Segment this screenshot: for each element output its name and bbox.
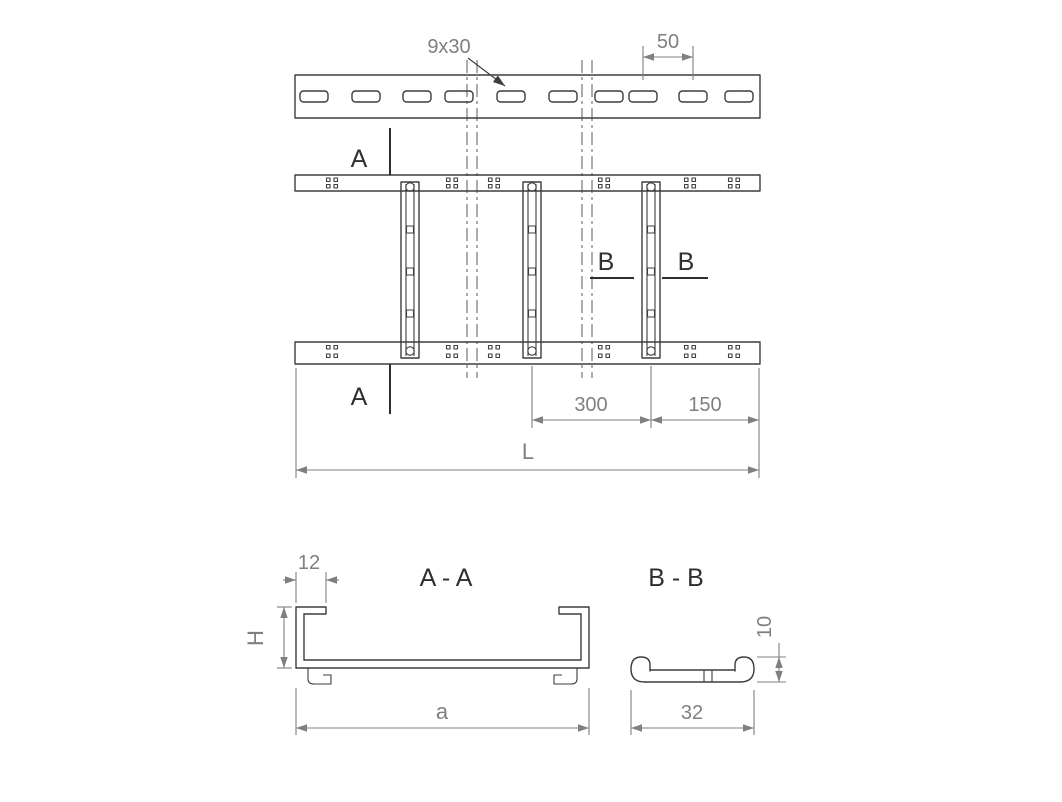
section-a-marks: A A xyxy=(351,128,391,414)
break-lines xyxy=(466,60,593,378)
top-view-side-rail xyxy=(294,74,761,119)
dim-12: 12 xyxy=(283,552,339,603)
dim-10: 10 xyxy=(754,616,786,683)
dim-L-label: L xyxy=(522,439,534,464)
dim-slot-size: 9x30 xyxy=(427,36,506,87)
rail-perforations xyxy=(325,177,741,359)
dim-10-label: 10 xyxy=(754,616,776,638)
dim-32: 32 xyxy=(630,690,755,735)
plan-view xyxy=(294,174,761,365)
section-bb: B - B xyxy=(630,564,755,683)
dim-a: a xyxy=(295,688,590,735)
dim-H: H xyxy=(243,606,292,669)
section-b-marks: B B xyxy=(590,248,708,279)
rungs xyxy=(400,181,661,359)
section-a-label-top: A xyxy=(351,145,368,173)
dim-12-label: 12 xyxy=(298,552,320,574)
slot-size-label: 9x30 xyxy=(427,36,470,58)
section-bb-title: B - B xyxy=(648,564,704,592)
dim-300-label: 300 xyxy=(574,394,607,416)
section-a-label-bottom: A xyxy=(351,383,368,411)
section-b-label-right: B xyxy=(678,248,695,276)
dim-a-label: a xyxy=(436,699,449,724)
dim-H-label: H xyxy=(243,630,268,646)
section-aa: A - A xyxy=(295,564,590,685)
section-b-label-left: B xyxy=(598,248,615,276)
slot-holes xyxy=(299,90,754,103)
dim-150-label: 150 xyxy=(688,394,721,416)
dim-32-label: 32 xyxy=(681,702,703,724)
dim-pitch-50: 50 xyxy=(642,31,694,80)
pitch-label: 50 xyxy=(657,31,679,53)
dim-length-group: 300 150 L xyxy=(295,366,760,478)
section-aa-title: A - A xyxy=(420,564,473,592)
